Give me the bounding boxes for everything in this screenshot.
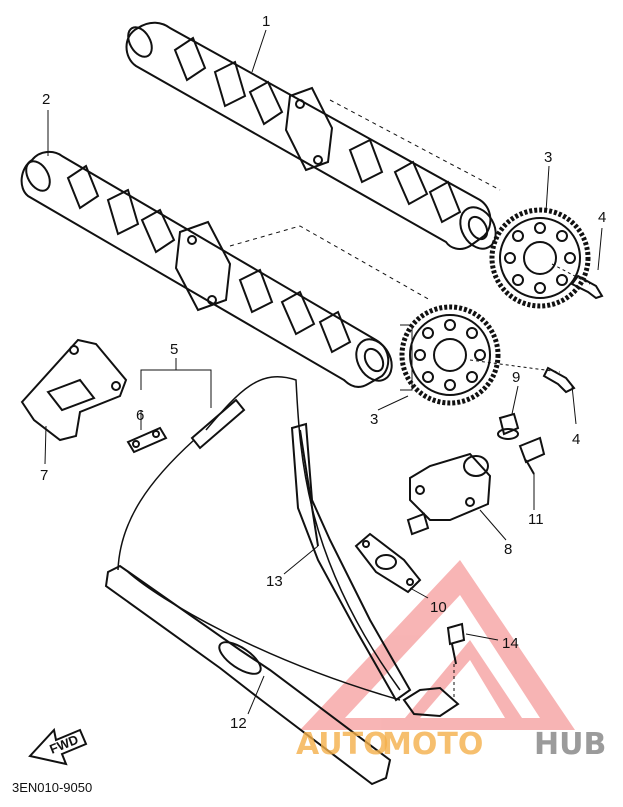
callout-12: 12: [230, 715, 247, 732]
watermark-auto: AUTO: [296, 727, 389, 762]
callout-8: 8: [504, 541, 512, 558]
callout-3-lower: 3: [370, 411, 378, 428]
callout-10: 10: [430, 599, 447, 616]
camshaft-exhaust: [20, 150, 431, 388]
tensioner-bolt: [518, 436, 546, 475]
guide-pivot-bolt: [402, 622, 466, 718]
sprocket-bolt-upper: [551, 263, 604, 300]
watermark-logo: [300, 560, 575, 730]
callout-3-upper: 3: [544, 149, 552, 166]
watermark-hub: HUB: [534, 727, 606, 762]
callout-14: 14: [502, 635, 519, 652]
callout-2: 2: [42, 91, 50, 108]
tensioner-cap-bolt: [497, 412, 520, 440]
part-code: 3EN010-9050: [12, 780, 92, 795]
chain-joint-link: [126, 426, 168, 454]
cam-sprocket-lower: [399, 304, 501, 406]
cam-sprocket-upper: [489, 207, 591, 309]
sprocket-bolt-lower: [469, 359, 576, 394]
fwd-arrow-icon: FWD: [28, 727, 88, 766]
callout-1: 1: [262, 13, 270, 30]
callout-11: 11: [528, 511, 544, 528]
tensioner-gasket: [354, 532, 422, 594]
callout-6: 6: [136, 407, 144, 424]
watermark-moto: MOTO: [382, 727, 483, 762]
chain-guide-top: [20, 338, 128, 442]
callout-5: 5: [170, 341, 178, 358]
callout-9: 9: [512, 369, 520, 386]
chain-guide-rear: [290, 422, 412, 702]
callout-13: 13: [266, 573, 283, 590]
callout-4-upper: 4: [598, 209, 606, 226]
leader-lines: [44, 29, 603, 715]
callout-7: 7: [40, 467, 48, 484]
chain-tensioner: [406, 452, 492, 536]
camshaft-intake: [125, 21, 501, 250]
chain-guide-front: [104, 564, 392, 786]
cam-chain: [117, 375, 401, 701]
callout-4-lower: 4: [572, 431, 580, 448]
